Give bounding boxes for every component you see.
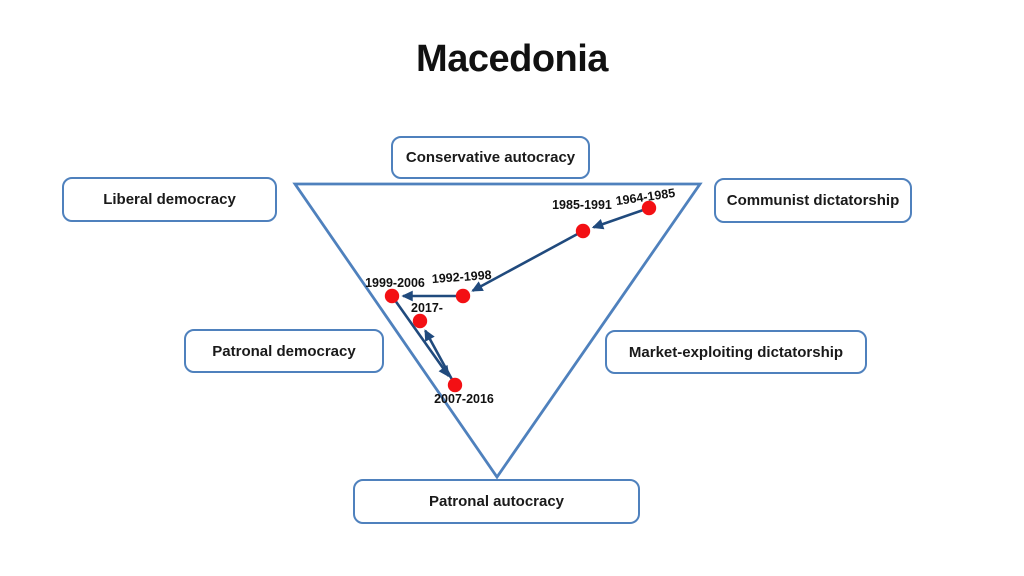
box-liberal-democracy-label: Liberal democracy [103,191,236,208]
transition-arrow-1999-2006-to-2007-2016 [390,295,450,378]
data-point-1985-1991 [575,223,591,239]
data-point-1999-2006 [384,288,400,304]
data-point-2007-2016 [447,377,463,393]
data-point-label-2017-: 2017- [411,301,443,315]
box-communist-dictatorship: Communist dictatorship [714,178,912,223]
data-point-2017- [412,313,428,329]
data-point-label-1985-1991: 1985-1991 [552,198,612,212]
box-liberal-democracy: Liberal democracy [62,177,277,222]
box-patronal-autocracy: Patronal autocracy [353,479,640,524]
slide-title: Macedonia [416,38,608,80]
box-communist-dictatorship-label: Communist dictatorship [726,192,900,209]
triangle-layer [292,182,703,480]
data-point-label-1999-2006: 1999-2006 [365,276,425,290]
data-point-label-2007-2016: 2007-2016 [434,392,494,406]
box-patronal-autocracy-label: Patronal autocracy [428,493,565,510]
box-patronal-democracy-label: Patronal democracy [212,342,356,360]
box-market-exploiting-dictatorship: Market-exploiting dictatorship [605,330,867,374]
data-point-1964-1985 [641,200,657,216]
regime-triangle-outline [292,182,703,480]
transition-arrow-1964-1985-to-1985-1991 [591,206,650,230]
data-point-label-1992-1998: 1992-1998 [431,268,492,286]
transition-arrow-1985-1991-to-1992-1998 [471,229,584,292]
point-layer: 1964-19851985-19911992-19981999-20062007… [365,186,676,406]
data-point-1992-1998 [455,288,471,304]
arrow-layer [390,206,650,386]
box-market-exploiting-dictatorship-label: Market-exploiting dictatorship [628,343,844,361]
box-patronal-democracy: Patronal democracy [184,329,384,373]
box-conservative-autocracy-label: Conservative autocracy [405,149,576,166]
transition-arrow-2007-2016-to-2017- [424,329,457,386]
box-conservative-autocracy: Conservative autocracy [391,136,590,179]
